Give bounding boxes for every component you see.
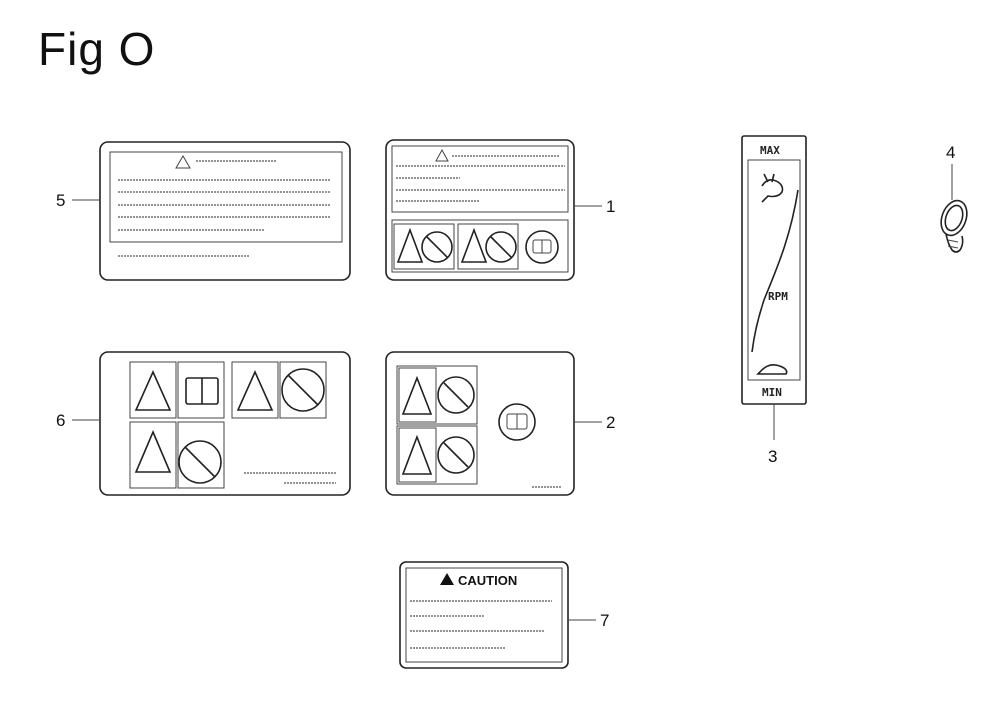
warning-triangle-icon bbox=[440, 573, 454, 585]
part-4-key-ring[interactable] bbox=[937, 197, 972, 253]
warning-triangle-icon bbox=[401, 375, 433, 415]
callout-4: 4 bbox=[946, 143, 955, 162]
rabbit-icon bbox=[761, 173, 784, 203]
rpm-label: RPM bbox=[768, 290, 788, 303]
warning-triangle-icon bbox=[134, 370, 172, 411]
prohibition-circle-icon bbox=[281, 368, 325, 412]
label-2[interactable] bbox=[385, 351, 575, 496]
manual-book-icon bbox=[185, 377, 219, 405]
warning-triangle-icon bbox=[134, 429, 172, 473]
warning-triangle-icon bbox=[396, 227, 424, 263]
callout-2: 2 bbox=[606, 413, 615, 432]
min-label: MIN bbox=[762, 386, 782, 399]
caution-heading: CAUTION bbox=[458, 573, 517, 588]
warning-triangle-icon bbox=[401, 434, 433, 475]
warning-triangle-icon bbox=[175, 155, 191, 169]
turtle-icon bbox=[756, 364, 788, 375]
callout-3: 3 bbox=[768, 447, 777, 466]
figure-title: Fig O bbox=[38, 23, 156, 75]
prohibition-circle-icon bbox=[178, 440, 222, 484]
key-ring-icon bbox=[940, 199, 968, 253]
label-7-caution[interactable]: CAUTION bbox=[399, 561, 569, 669]
warning-triangle-icon bbox=[460, 227, 488, 263]
warning-triangle-icon bbox=[435, 148, 449, 162]
callout-6: 6 bbox=[56, 411, 65, 430]
max-label: MAX bbox=[760, 144, 780, 157]
callout-1: 1 bbox=[606, 197, 615, 216]
callout-7: 7 bbox=[600, 611, 609, 630]
prohibition-circle-icon bbox=[437, 436, 475, 474]
label-6[interactable] bbox=[99, 351, 351, 496]
warning-triangle-icon bbox=[236, 370, 274, 411]
manual-book-icon bbox=[498, 403, 536, 441]
callout-5: 5 bbox=[56, 191, 65, 210]
label-3-throttle[interactable]: MAX RPM MIN bbox=[741, 135, 807, 405]
label-1[interactable] bbox=[385, 139, 575, 281]
prohibition-circle-icon bbox=[437, 376, 475, 414]
label-5[interactable] bbox=[99, 141, 351, 281]
prohibition-circle-icon bbox=[485, 231, 517, 263]
manual-book-icon bbox=[525, 230, 559, 264]
prohibition-circle-icon bbox=[421, 231, 453, 263]
